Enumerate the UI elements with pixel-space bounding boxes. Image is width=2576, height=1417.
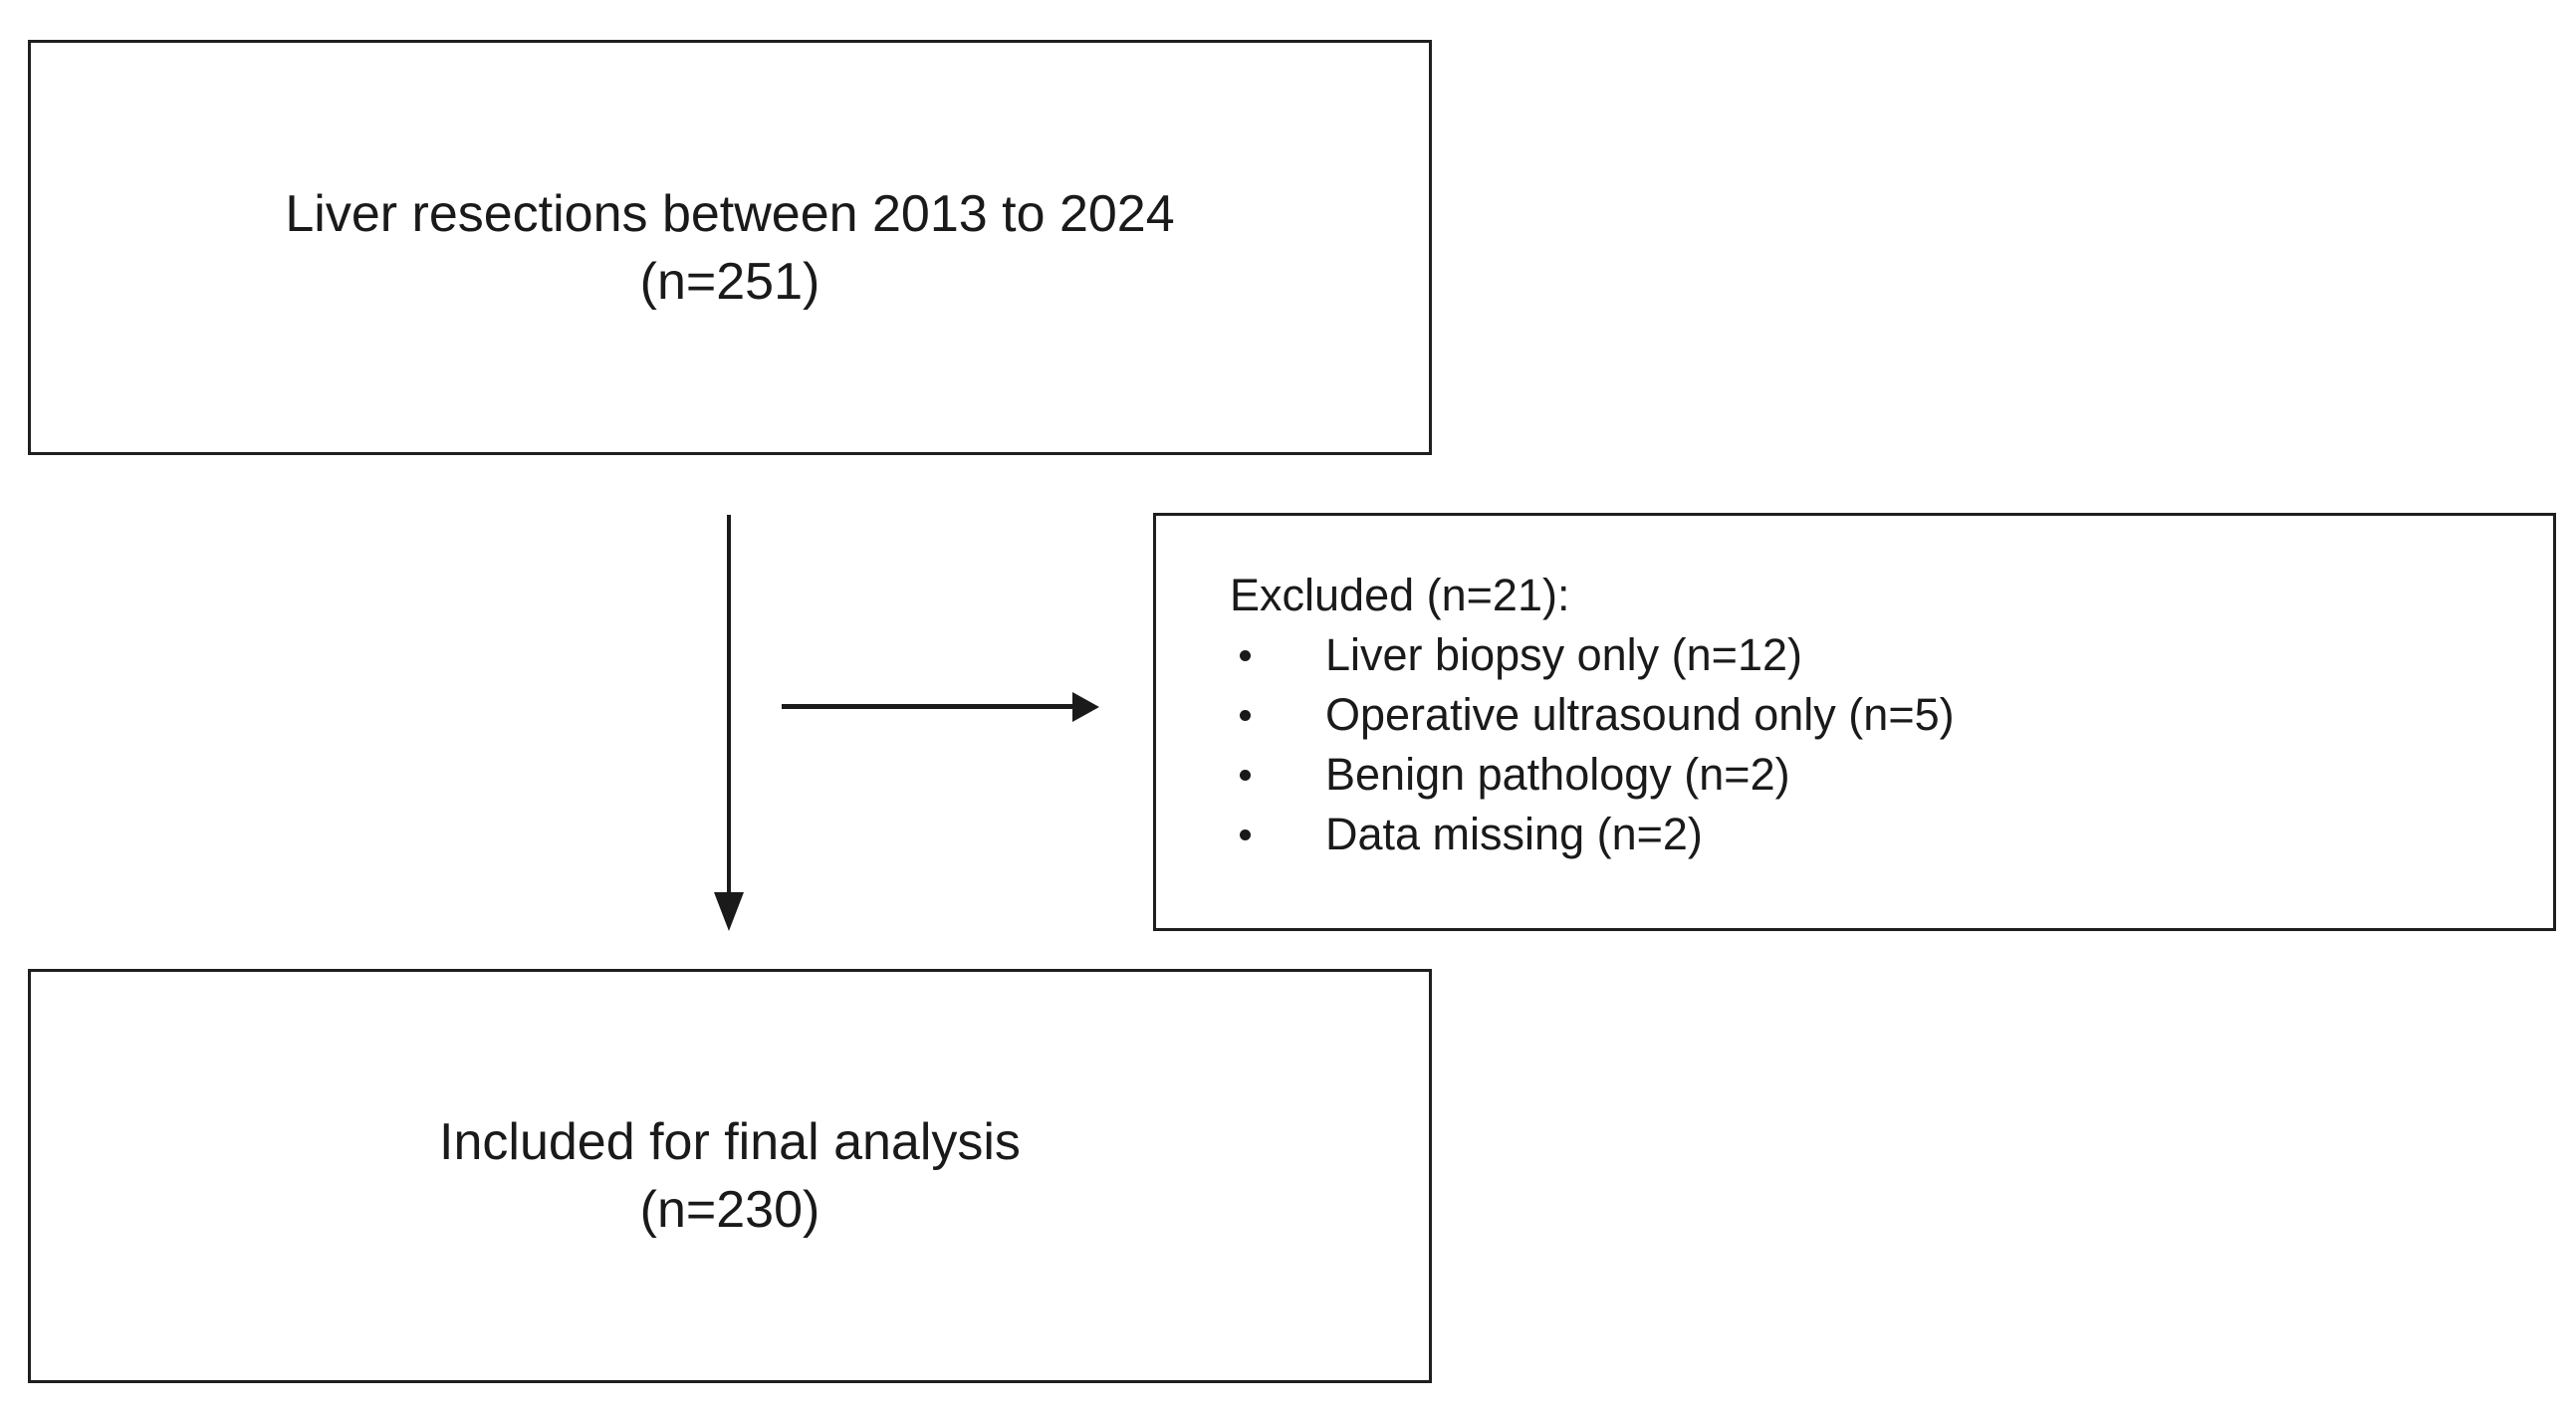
list-item: Liver biopsy only (n=12) bbox=[1156, 625, 2553, 685]
excluded-reasons-list: Liver biopsy only (n=12) Operative ultra… bbox=[1156, 625, 2553, 864]
list-item: Operative ultrasound only (n=5) bbox=[1156, 685, 2553, 745]
list-item: Benign pathology (n=2) bbox=[1156, 745, 2553, 805]
down-arrow-line bbox=[727, 515, 731, 892]
included-node-text: Included for final analysis (n=230) bbox=[439, 1108, 1021, 1244]
flow-node-included: Included for final analysis (n=230) bbox=[28, 969, 1432, 1383]
excluded-reason: Data missing (n=2) bbox=[1325, 809, 1703, 859]
bullet-icon bbox=[1240, 770, 1251, 781]
bullet-icon bbox=[1240, 710, 1251, 721]
list-item: Data missing (n=2) bbox=[1156, 805, 2553, 864]
down-arrowhead-icon bbox=[714, 892, 744, 931]
excluded-reason: Benign pathology (n=2) bbox=[1325, 749, 1790, 800]
flow-node-excluded: Excluded (n=21): Liver biopsy only (n=12… bbox=[1153, 513, 2556, 931]
excluded-node-text: Excluded (n=21): Liver biopsy only (n=12… bbox=[1156, 516, 2553, 864]
bullet-icon bbox=[1240, 829, 1251, 840]
excluded-reason: Operative ultrasound only (n=5) bbox=[1325, 689, 1955, 740]
flow-node-population: Liver resections between 2013 to 2024 (n… bbox=[28, 40, 1432, 455]
population-label: Liver resections between 2013 to 2024 bbox=[285, 184, 1175, 243]
population-count: (n=251) bbox=[639, 252, 820, 311]
included-label: Included for final analysis bbox=[439, 1113, 1021, 1171]
right-arrowhead-icon bbox=[1072, 692, 1099, 722]
excluded-reason: Liver biopsy only (n=12) bbox=[1325, 629, 1803, 680]
included-count: (n=230) bbox=[639, 1181, 820, 1239]
population-node-text: Liver resections between 2013 to 2024 (n… bbox=[285, 180, 1174, 316]
bullet-icon bbox=[1240, 650, 1251, 661]
excluded-title: Excluded (n=21): bbox=[1230, 570, 1570, 620]
right-arrow-line bbox=[782, 704, 1072, 709]
